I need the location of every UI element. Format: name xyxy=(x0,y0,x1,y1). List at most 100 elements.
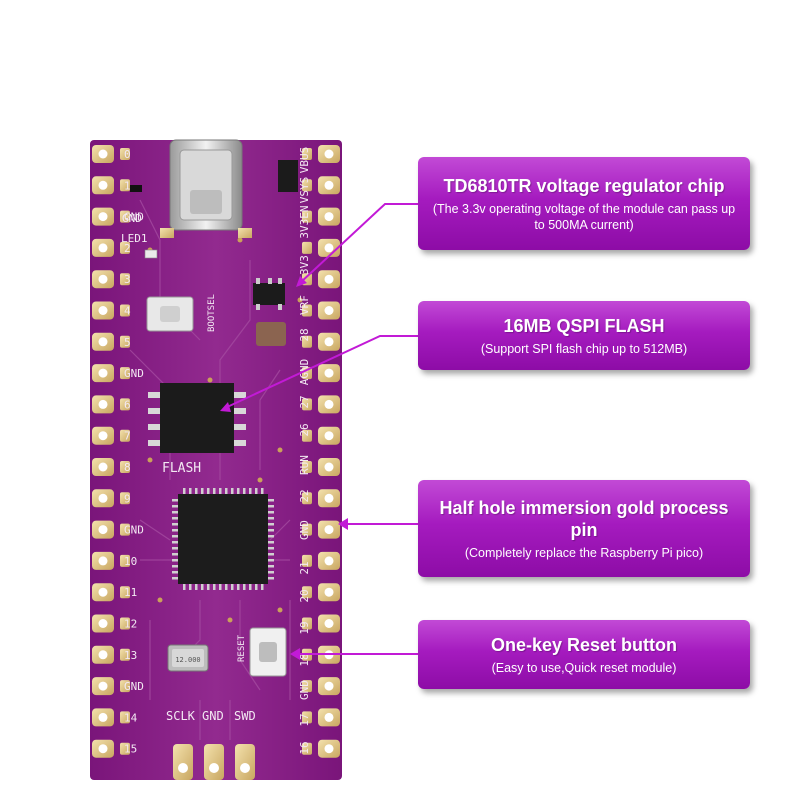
left-pin-label: 11 xyxy=(124,586,137,599)
left-pin-pad xyxy=(120,617,130,630)
right-pin-pad xyxy=(302,304,312,317)
bootsel-button xyxy=(146,296,194,332)
left-pin-pad xyxy=(120,273,130,286)
right-pin-label: VSYS xyxy=(298,177,311,204)
vias xyxy=(147,237,303,623)
left-pin-pad xyxy=(120,367,130,380)
callout-regulator-title: TD6810TR voltage regulator chip xyxy=(443,175,725,196)
crystal-oscillator: 12.000 xyxy=(167,644,209,672)
label-gnd-bottom: GND xyxy=(202,709,224,723)
right-pin-pad xyxy=(302,335,312,348)
callout-flash-title: 16MB QSPI FLASH xyxy=(503,315,665,336)
right-pin-label: 16 xyxy=(298,741,311,754)
right-pin-label: 22 xyxy=(298,489,311,502)
left-pin-pad xyxy=(120,335,130,348)
right-pin-label: RUN xyxy=(298,455,311,475)
crystal-label: 12.000 xyxy=(175,656,200,664)
right-pin-label: VBUS xyxy=(298,147,311,174)
callout-flash: 16MB QSPI FLASH (Support SPI flash chip … xyxy=(418,301,750,370)
left-pin-pad xyxy=(120,680,130,693)
label-bootsel: BOOTSEL xyxy=(207,294,217,332)
left-pin-pad xyxy=(120,210,130,223)
left-pin-pad xyxy=(120,586,130,599)
right-pin-pad xyxy=(302,711,312,724)
left-pin-label: 7 xyxy=(124,430,131,443)
left-pin-pad xyxy=(120,711,130,724)
right-pin-pad xyxy=(302,461,312,473)
label-reset: RESET xyxy=(237,634,247,662)
arrow-head xyxy=(290,648,300,660)
small-resistor xyxy=(130,185,142,192)
left-pin-pad xyxy=(120,148,130,160)
callout-flash-sub: (Support SPI flash chip up to 512MB) xyxy=(480,341,688,356)
right-pin-label: GND xyxy=(298,680,311,700)
callout-connectors xyxy=(224,203,418,655)
left-pin-label: 1 xyxy=(124,179,131,192)
right-pin-label: 17 xyxy=(298,713,311,726)
right-pin-label: 20 xyxy=(298,589,311,602)
right-pin-pad xyxy=(302,241,312,254)
left-pin-label: 14 xyxy=(124,711,138,724)
callout-regulator: TD6810TR voltage regulator chip (The 3.3… xyxy=(418,157,750,250)
left-pin-label: 12 xyxy=(124,618,137,631)
top-right-component xyxy=(278,160,298,192)
right-pin-pad xyxy=(302,586,312,599)
right-pin-label: VRF xyxy=(298,295,311,315)
left-pin-label: 2 xyxy=(124,242,131,255)
left-pin-label: 8 xyxy=(124,461,131,474)
label-gnd-left: GND xyxy=(122,212,142,225)
right-pin-pad xyxy=(302,179,312,192)
left-pin-label: GND xyxy=(124,680,144,693)
left-pin-pad xyxy=(120,398,130,411)
reset-button xyxy=(249,627,287,677)
right-pin-pad xyxy=(302,210,312,223)
voltage-regulator-chip xyxy=(253,278,285,310)
label-flash: FLASH xyxy=(162,461,201,476)
usb-c-connector xyxy=(160,139,252,238)
arrow-head xyxy=(296,276,307,287)
left-pin-label: 9 xyxy=(124,492,131,505)
right-pin-pad xyxy=(302,429,312,442)
left-pin-pad xyxy=(120,554,130,567)
right-pin-pad xyxy=(302,742,312,755)
right-pin-label: 27 xyxy=(298,395,311,408)
callout-reset-sub: (Easy to use,Quick reset module) xyxy=(491,660,677,675)
right-pin-label: 3V3 xyxy=(298,255,311,275)
left-pin-pad xyxy=(120,492,130,505)
callout-pins-sub: (Completely replace the Raspberry Pi pic… xyxy=(464,545,704,560)
mcu-chip xyxy=(172,488,274,590)
left-pin-label: 3 xyxy=(124,273,131,286)
arrow-head xyxy=(338,518,348,530)
right-pin-pad xyxy=(302,398,312,411)
inductor xyxy=(256,322,286,346)
callout-reset-title: One-key Reset button xyxy=(490,634,678,655)
left-pin-pad xyxy=(120,241,130,254)
right-pin-label: 3V3EN xyxy=(298,205,311,238)
swd-pads xyxy=(173,744,255,780)
flash-chip xyxy=(148,383,246,453)
right-pin-pad xyxy=(302,148,312,160)
arrow-head xyxy=(220,402,231,412)
left-pin-label: 0 xyxy=(124,148,131,161)
callout-pins-title: Half hole immersion gold process pin xyxy=(439,497,729,540)
label-sclk: SCLK xyxy=(166,709,196,723)
left-pin-label: 6 xyxy=(124,398,131,411)
left-pin-pad xyxy=(120,648,130,661)
left-pin-pad xyxy=(120,304,130,317)
callout-reset: One-key Reset button (Easy to use,Quick … xyxy=(418,620,750,689)
right-pin-label: 26 xyxy=(298,423,311,436)
right-pin-pad xyxy=(302,492,312,505)
left-pin-label: GND xyxy=(124,211,144,224)
left-pin-label: GND xyxy=(124,524,144,537)
label-swd: SWD xyxy=(234,709,256,723)
left-pin-label: 15 xyxy=(124,743,137,756)
right-pin-label: 21 xyxy=(298,561,311,574)
left-pin-label: 10 xyxy=(124,555,137,568)
right-pin-label: 19 xyxy=(298,621,311,634)
right-pin-column xyxy=(302,145,340,758)
left-pin-pad xyxy=(120,742,130,755)
left-pin-column xyxy=(92,145,130,758)
right-pin-label: GND xyxy=(298,520,311,540)
left-pin-pad xyxy=(120,523,130,536)
left-pin-label: GND xyxy=(124,367,144,380)
